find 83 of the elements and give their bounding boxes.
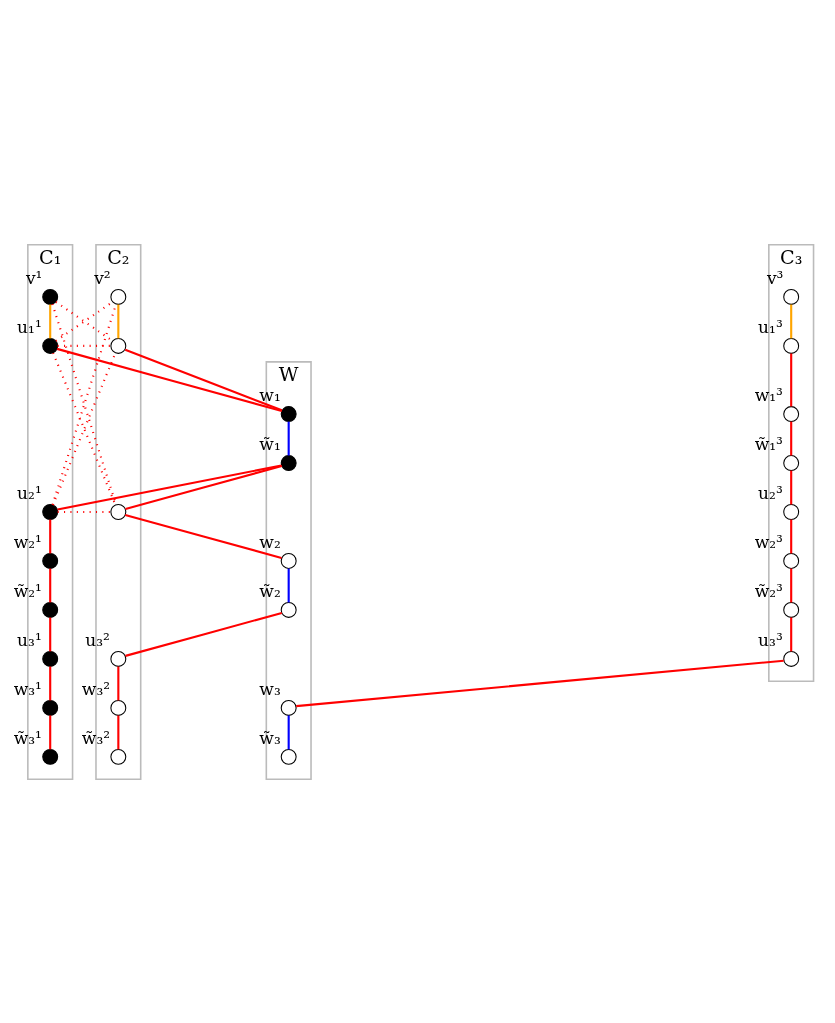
connector bbox=[287, 421, 290, 455]
node-circle bbox=[783, 601, 800, 618]
node-circle bbox=[280, 454, 297, 471]
connector bbox=[124, 513, 282, 559]
connector bbox=[790, 568, 793, 602]
node-circle bbox=[42, 699, 59, 716]
node-label: w₂ bbox=[259, 531, 281, 552]
node-circle bbox=[783, 650, 800, 667]
node-circle bbox=[110, 337, 127, 354]
node-label: v³ bbox=[767, 267, 784, 288]
connector bbox=[790, 617, 793, 651]
connector bbox=[57, 344, 111, 347]
node-label: w₁ bbox=[259, 384, 281, 405]
connector bbox=[287, 568, 290, 602]
connector bbox=[49, 617, 52, 651]
node-label: u₂³ bbox=[758, 482, 783, 503]
connector bbox=[790, 519, 793, 553]
connector bbox=[57, 464, 282, 511]
connector bbox=[790, 304, 793, 338]
connector bbox=[117, 666, 120, 700]
node-label: w̃₃² bbox=[81, 727, 111, 748]
node-label: u₂¹ bbox=[17, 482, 42, 503]
connector bbox=[117, 714, 120, 749]
connector bbox=[49, 519, 52, 553]
node-label: u₁¹ bbox=[17, 316, 42, 337]
connector bbox=[125, 611, 283, 657]
node-label: u₃³ bbox=[758, 629, 783, 650]
node-circle bbox=[280, 552, 297, 569]
node-circle bbox=[42, 748, 59, 765]
connector bbox=[790, 421, 793, 455]
node-label: w₃¹ bbox=[13, 678, 42, 699]
node-circle bbox=[42, 337, 59, 354]
connector bbox=[287, 714, 290, 749]
node-label: w₂³ bbox=[754, 531, 783, 552]
node-label: u₃¹ bbox=[17, 629, 42, 650]
node-circle bbox=[280, 699, 297, 716]
node-circle bbox=[42, 601, 59, 618]
connector bbox=[125, 464, 283, 510]
node-circle bbox=[110, 699, 127, 716]
node-circle bbox=[280, 601, 297, 618]
node-label: u₃² bbox=[85, 629, 110, 650]
node-circle bbox=[110, 503, 127, 520]
node-circle bbox=[42, 650, 59, 667]
node-label: w̃₂³ bbox=[754, 580, 783, 601]
node-label: w₃² bbox=[81, 678, 111, 699]
node-label: v¹ bbox=[26, 267, 43, 288]
node-label: w₃ bbox=[259, 678, 281, 699]
node-label: w̃₃¹ bbox=[13, 727, 42, 748]
connector bbox=[56, 347, 283, 412]
node-circle bbox=[783, 503, 800, 520]
node-circle bbox=[42, 503, 59, 520]
node-circle bbox=[783, 288, 800, 305]
node-circle bbox=[42, 552, 59, 569]
node-label: v² bbox=[94, 267, 111, 288]
connector bbox=[49, 666, 52, 700]
node-circle bbox=[110, 748, 127, 765]
connector bbox=[52, 352, 117, 505]
node-label: w̃₂¹ bbox=[13, 580, 42, 601]
node-label: w̃₂ bbox=[259, 580, 281, 601]
connector bbox=[49, 304, 52, 338]
connector bbox=[124, 348, 283, 411]
node-circle bbox=[280, 405, 297, 422]
node-circle bbox=[783, 552, 800, 569]
node-label: w₂¹ bbox=[13, 531, 42, 552]
node-label: w̃₁³ bbox=[754, 433, 783, 454]
connector bbox=[790, 353, 793, 406]
connector bbox=[790, 470, 793, 504]
node-label: w̃₁ bbox=[259, 433, 281, 454]
connector bbox=[49, 714, 52, 749]
node-circle bbox=[280, 748, 297, 765]
node-label: w̃₃ bbox=[259, 727, 281, 748]
connector bbox=[57, 510, 111, 513]
connector bbox=[49, 568, 52, 602]
node-label: u₁³ bbox=[758, 316, 783, 337]
node-circle bbox=[783, 405, 800, 422]
node-circle bbox=[110, 650, 127, 667]
connector bbox=[296, 659, 784, 707]
connector bbox=[117, 304, 120, 338]
node-circle bbox=[783, 454, 800, 471]
node-label: w₁³ bbox=[754, 384, 783, 405]
node-circle bbox=[42, 288, 59, 305]
node-circle bbox=[110, 288, 127, 305]
node-circle bbox=[783, 337, 800, 354]
